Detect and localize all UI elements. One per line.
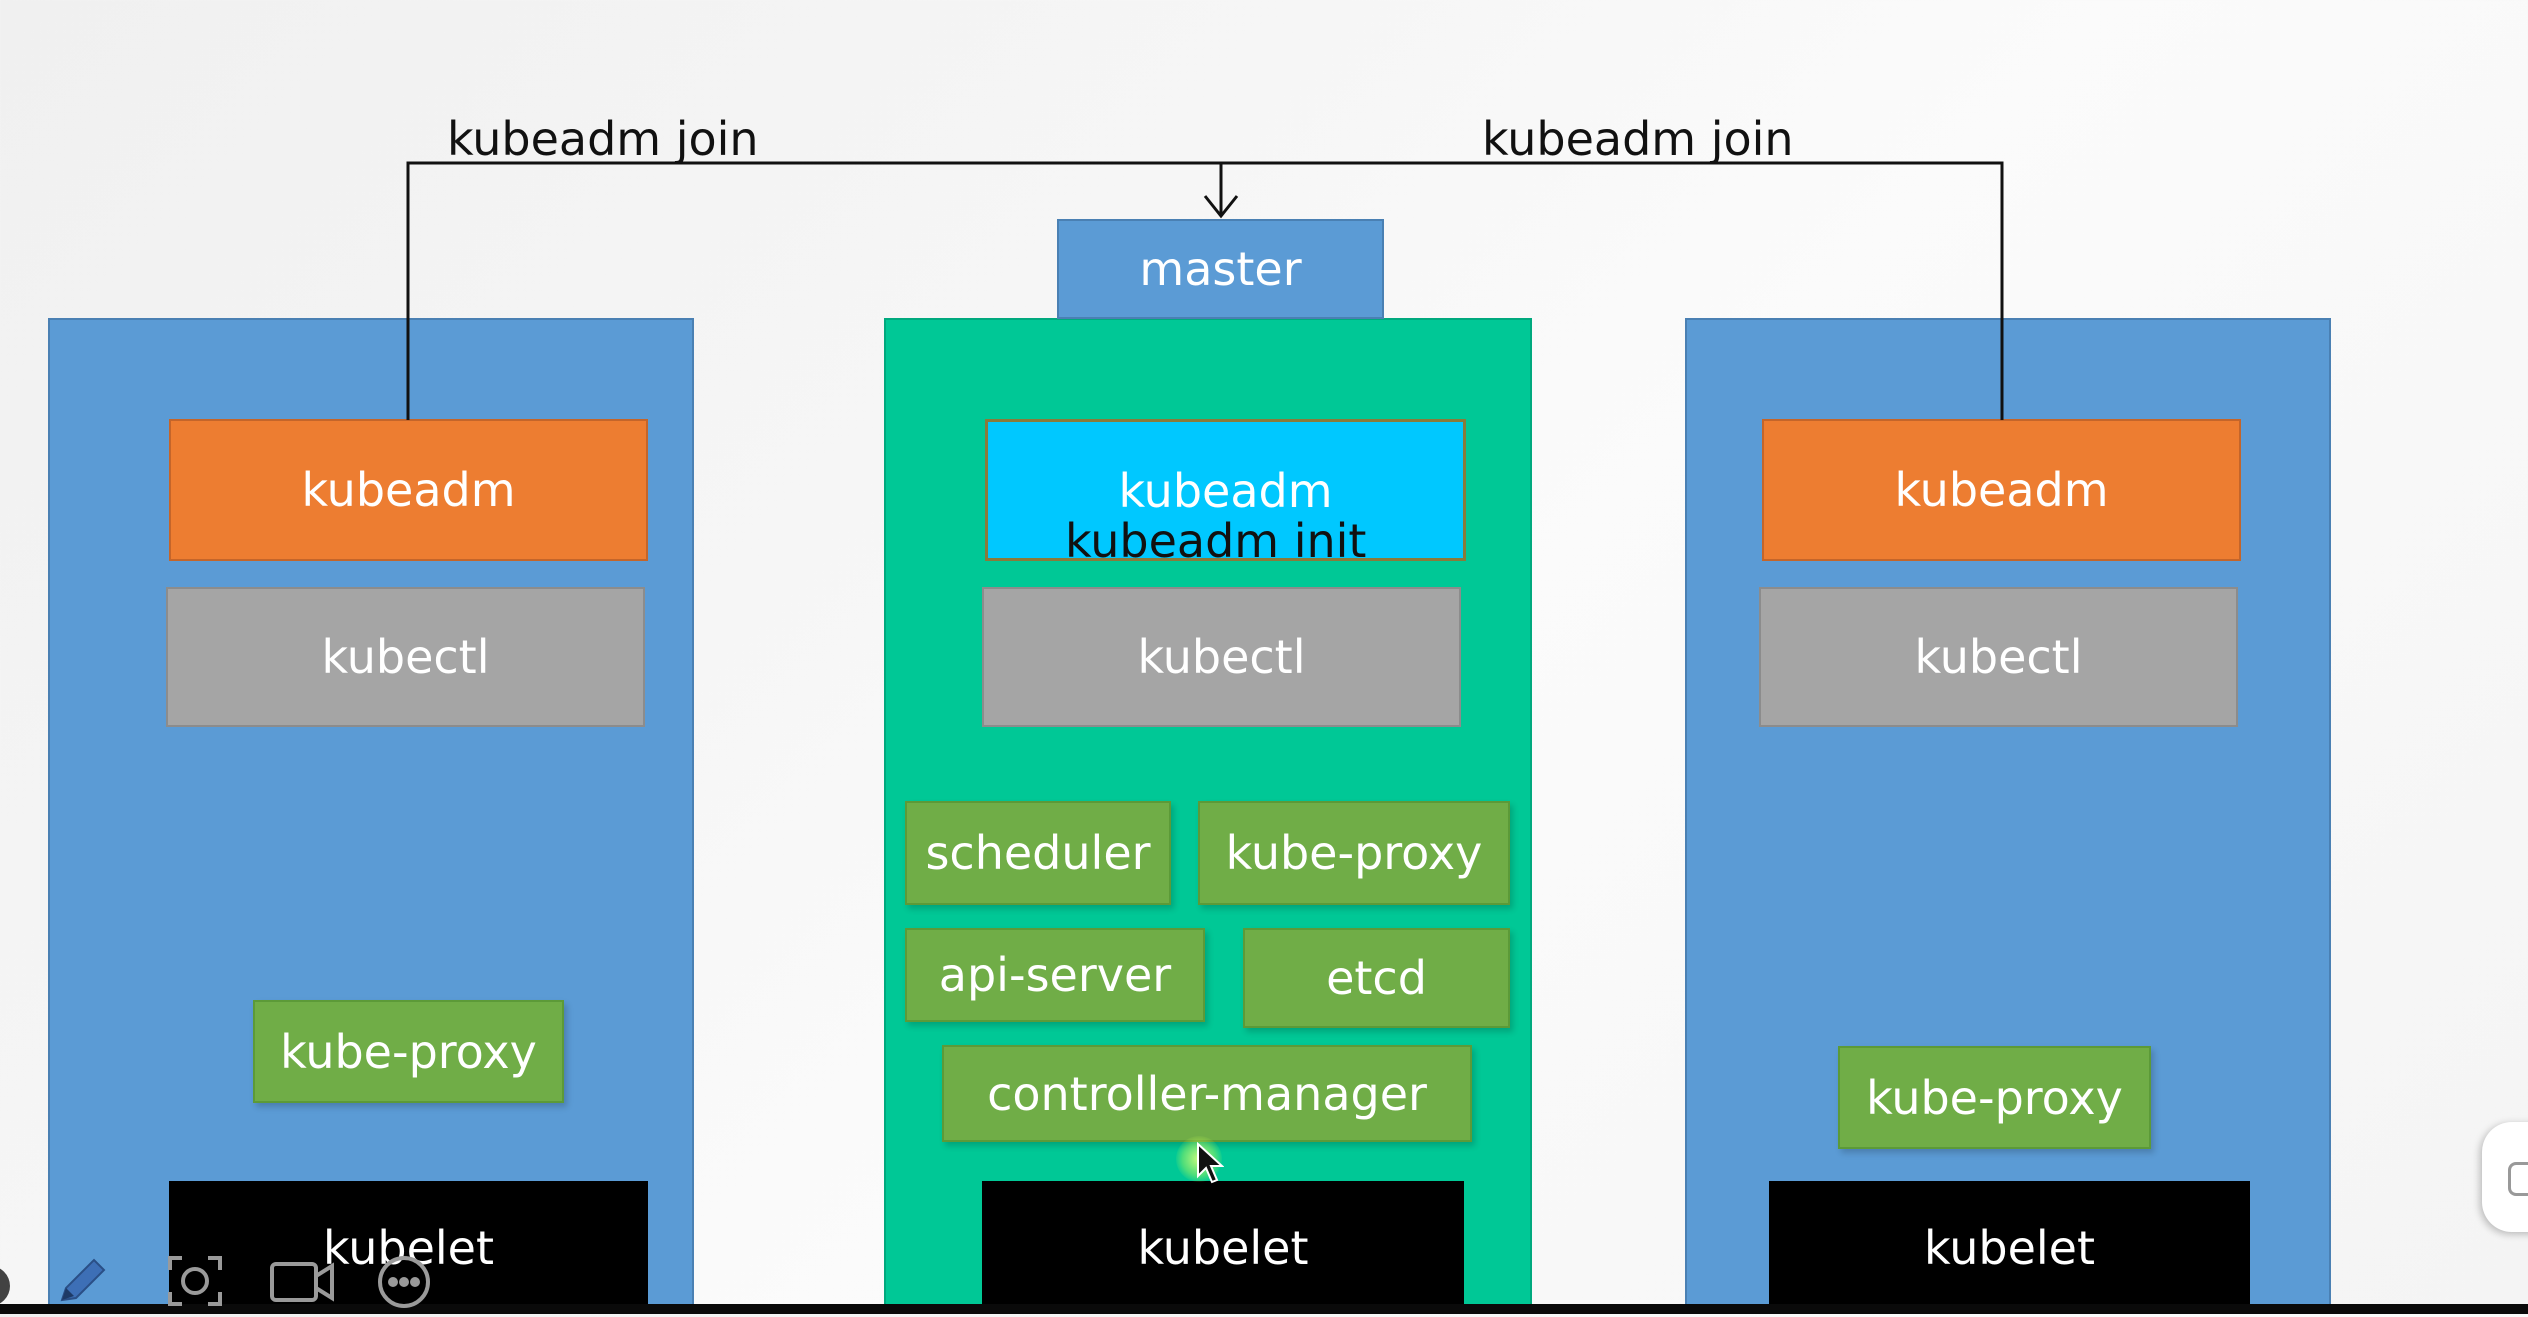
left-kubelet-box: kubelet	[169, 1181, 648, 1314]
left-join-label: kubeadm join	[447, 112, 759, 166]
join-arrow-head	[1203, 195, 1239, 219]
left-kube-proxy-box: kube-proxy	[253, 1000, 564, 1103]
side-widget-icon	[2508, 1162, 2528, 1196]
bottom-bar	[0, 1304, 2528, 1314]
screenshot-icon[interactable]	[164, 1252, 226, 1315]
scheduler-box: scheduler	[905, 801, 1171, 905]
more-icon[interactable]	[374, 1254, 434, 1315]
left-kubectl-box: kubectl	[166, 587, 645, 727]
camera-icon[interactable]	[268, 1256, 336, 1313]
pen-icon[interactable]	[52, 1252, 116, 1317]
right-join-label: kubeadm join	[1482, 112, 1794, 166]
master-kubeadm-box: kubeadm	[985, 419, 1466, 561]
right-kubelet-box: kubelet	[1769, 1181, 2250, 1314]
right-kubectl-box: kubectl	[1759, 587, 2238, 727]
master-kubelet-box: kubelet	[982, 1181, 1464, 1314]
right-kubeadm-box: kubeadm	[1762, 419, 2241, 561]
master-tag: master	[1057, 219, 1384, 319]
controller-manager-box: controller-manager	[942, 1045, 1472, 1142]
master-kubectl-box: kubectl	[982, 587, 1461, 727]
etcd-box: etcd	[1243, 928, 1510, 1028]
partial-circle-icon[interactable]	[0, 1262, 14, 1315]
mouse-cursor-icon	[1197, 1142, 1224, 1184]
kubeadm-init-label: kubeadm init	[1065, 514, 1367, 568]
left-kubeadm-box: kubeadm	[169, 419, 648, 561]
master-kube-proxy-box: kube-proxy	[1198, 801, 1510, 905]
side-float-widget[interactable]	[2482, 1122, 2528, 1232]
api-server-box: api-server	[905, 928, 1205, 1022]
right-kube-proxy-box: kube-proxy	[1838, 1046, 2151, 1149]
